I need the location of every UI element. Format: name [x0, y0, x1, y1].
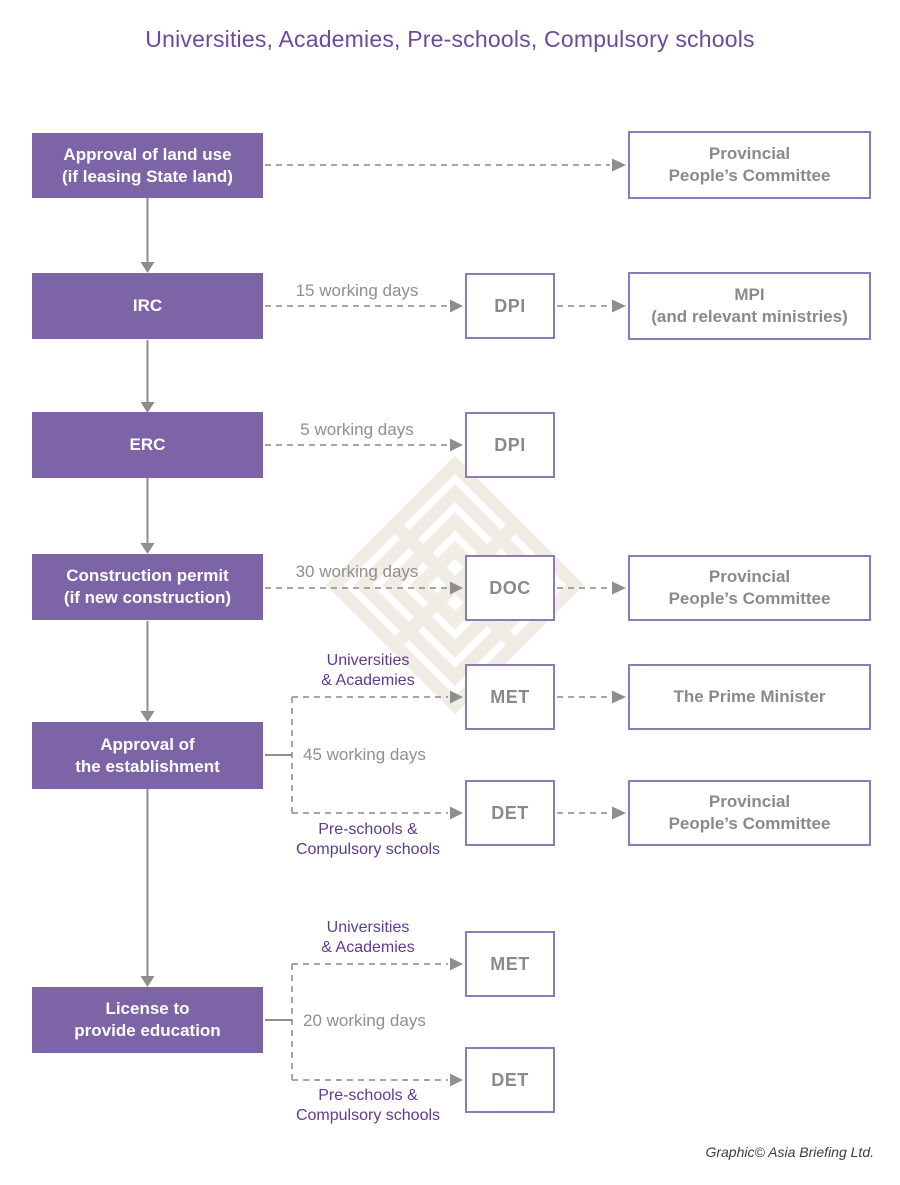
credit-text: Graphic© Asia Briefing Ltd. — [705, 1144, 874, 1160]
authority-label: Provincial People’s Committee — [668, 143, 831, 185]
duration-label-establishment: 45 working days — [303, 745, 426, 764]
step-box-establishment-approval: Approval of the establishment — [32, 722, 263, 789]
authority-box-mpi: MPI (and relevant ministries) — [628, 272, 871, 340]
authority-label: The Prime Minister — [673, 686, 826, 706]
page-title: Universities, Academies, Pre-schools, Co… — [145, 26, 755, 52]
agency-box-det-license: DET — [465, 1047, 555, 1113]
step-label: IRC — [132, 296, 163, 316]
step-box-land-use: Approval of land use (if leasing State l… — [32, 133, 263, 198]
step-label: Approval of the establishment — [75, 734, 220, 776]
step-box-erc: ERC — [32, 412, 263, 478]
duration-label-construction: 30 working days — [295, 562, 419, 581]
duration-label-erc: 5 working days — [300, 420, 414, 439]
step-label: ERC — [129, 435, 166, 455]
step-box-construction-permit: Construction permit (if new construction… — [32, 554, 263, 620]
step-box-education-license: License to provide education — [32, 987, 263, 1053]
branch-label-universities-license: Universities & Academies — [321, 919, 415, 956]
authority-box-ppc-land-use: Provincial People’s Committee — [628, 131, 871, 199]
step-label: Construction permit (if new construction… — [63, 566, 232, 607]
agency-box-met-establishment: MET — [465, 664, 555, 730]
dashed-arrowheads — [450, 158, 626, 1087]
agency-label: DOC — [489, 577, 531, 598]
agency-label: DET — [491, 802, 529, 823]
step-box-irc: IRC — [32, 273, 263, 339]
authority-box-ppc-establishment: Provincial People’s Committee — [628, 780, 871, 846]
agency-box-dpi-erc: DPI — [465, 412, 555, 478]
agency-box-met-license: MET — [465, 931, 555, 997]
authority-label: MPI (and relevant ministries) — [651, 284, 848, 326]
step-label: License to provide education — [74, 999, 221, 1040]
branch-label-preschools-license: Pre-schools & Compulsory schools — [295, 1087, 441, 1124]
agency-label: MET — [490, 953, 530, 974]
branch-stubs — [265, 754, 292, 1021]
authority-label: Provincial People’s Committee — [668, 791, 831, 833]
duration-label-license: 20 working days — [303, 1011, 426, 1030]
authority-box-ppc-construction: Provincial People’s Committee — [628, 555, 871, 621]
flow-down-arrows — [140, 198, 155, 987]
branch-label-preschools-establishment: Pre-schools & Compulsory schools — [295, 821, 441, 858]
agency-box-dpi-irc: DPI — [465, 273, 555, 339]
authority-label: Provincial People’s Committee — [668, 566, 831, 608]
agency-label: DET — [491, 1069, 529, 1090]
step-label: Approval of land use (if leasing State l… — [62, 144, 233, 186]
duration-label-irc: 15 working days — [295, 281, 419, 300]
authority-box-prime-minister: The Prime Minister — [628, 664, 871, 730]
branch-label-universities-establishment: Universities & Academies — [321, 652, 415, 689]
agency-label: MET — [490, 686, 530, 707]
agency-label: DPI — [494, 295, 526, 316]
agency-label: DPI — [494, 434, 526, 455]
agency-box-doc: DOC — [465, 555, 555, 621]
agency-box-det-establishment: DET — [465, 780, 555, 846]
